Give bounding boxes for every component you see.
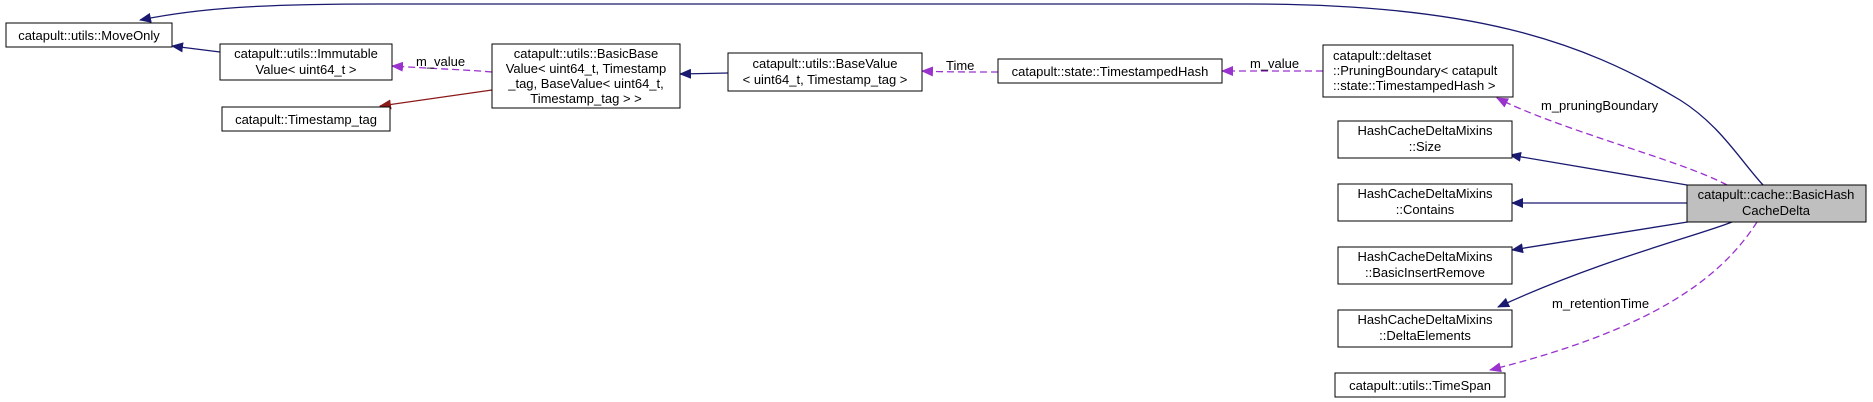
node-label: catapult::deltaset xyxy=(1333,48,1432,63)
node-mixin-delta-elements[interactable]: HashCacheDeltaMixins ::DeltaElements xyxy=(1337,309,1513,348)
node-mixin-contains[interactable]: HashCacheDeltaMixins ::Contains xyxy=(1337,183,1513,222)
label-hash-m-value: m_value xyxy=(1250,56,1299,71)
node-label: ::PruningBoundary< catapult xyxy=(1333,63,1498,78)
edge-delta-to-deltaelements xyxy=(1497,221,1733,308)
node-label: ::state::TimestampedHash > xyxy=(1333,78,1495,93)
edge-basicbase-to-timestamptag xyxy=(379,89,493,110)
node-label: catapult::utils::TimeSpan xyxy=(1349,378,1491,393)
node-basic-base-value[interactable]: catapult::utils::BasicBase Value< uint64… xyxy=(491,43,681,109)
edge-delta-to-timespan xyxy=(1489,221,1758,373)
node-label: ::BasicInsertRemove xyxy=(1365,265,1485,280)
label-pruning-boundary: m_pruningBoundary xyxy=(1541,98,1659,113)
node-label: CacheDelta xyxy=(1742,203,1811,218)
edge-delta-to-moveonly xyxy=(139,3,1764,186)
node-label: ::DeltaElements xyxy=(1379,328,1471,343)
node-label: HashCacheDeltaMixins xyxy=(1357,186,1493,201)
node-pruning-boundary[interactable]: catapult::deltaset ::PruningBoundary< ca… xyxy=(1322,44,1514,98)
edge-immutable-to-moveonly xyxy=(171,42,221,53)
node-label: HashCacheDeltaMixins xyxy=(1357,312,1493,327)
node-timestamp-tag[interactable]: catapult::Timestamp_tag xyxy=(221,106,391,132)
edge-delta-to-pruning xyxy=(1496,97,1728,186)
node-time-span[interactable]: catapult::utils::TimeSpan xyxy=(1334,372,1506,398)
nodes: catapult::utils::MoveOnly catapult::util… xyxy=(5,22,1867,398)
node-label: catapult::state::TimestampedHash xyxy=(1012,64,1209,79)
label-immutable-m-value: m_value xyxy=(416,54,465,69)
node-label: HashCacheDeltaMixins xyxy=(1357,123,1493,138)
node-label: catapult::utils::Immutable xyxy=(234,46,378,61)
edge-delta-to-insertremove xyxy=(1511,219,1701,254)
label-time: Time xyxy=(946,58,974,73)
node-label: catapult::Timestamp_tag xyxy=(235,112,377,127)
edge-delta-to-size xyxy=(1509,151,1688,186)
node-basic-hash-cache-delta[interactable]: catapult::cache::BasicHash CacheDelta xyxy=(1686,184,1867,223)
node-mixin-size[interactable]: HashCacheDeltaMixins ::Size xyxy=(1337,120,1513,159)
node-immutable-value[interactable]: catapult::utils::Immutable Value< uint64… xyxy=(219,43,393,81)
node-label: < uint64_t, Timestamp_tag > xyxy=(743,72,908,87)
node-label: catapult::cache::BasicHash xyxy=(1698,187,1855,202)
node-mixin-basic-insert-remove[interactable]: HashCacheDeltaMixins ::BasicInsertRemove xyxy=(1337,246,1513,285)
node-label: catapult::utils::BaseValue xyxy=(752,56,897,71)
node-label: ::Size xyxy=(1409,139,1442,154)
node-label: HashCacheDeltaMixins xyxy=(1357,249,1493,264)
node-move-only[interactable]: catapult::utils::MoveOnly xyxy=(5,22,173,48)
node-label: _tag, BaseValue< uint64_t, xyxy=(507,76,664,91)
node-label: ::Contains xyxy=(1396,202,1455,217)
node-label: Value< uint64_t, Timestamp xyxy=(506,61,667,76)
node-label: Value< uint64_t > xyxy=(256,62,357,77)
edge-hash-to-basevalue xyxy=(921,66,999,77)
edges xyxy=(139,3,1764,373)
label-retention-time: m_retentionTime xyxy=(1552,296,1649,311)
node-base-value[interactable]: catapult::utils::BaseValue < uint64_t, T… xyxy=(727,52,923,92)
edge-basevalue-to-basicbase xyxy=(679,68,729,79)
node-label: catapult::utils::BasicBase xyxy=(514,46,659,61)
node-label: Timestamp_tag > > xyxy=(530,91,642,106)
edge-labels: m_value Time m_value m_pruningBoundary m… xyxy=(416,54,1659,311)
node-timestamped-hash[interactable]: catapult::state::TimestampedHash xyxy=(997,58,1223,84)
node-label: catapult::utils::MoveOnly xyxy=(18,28,160,43)
